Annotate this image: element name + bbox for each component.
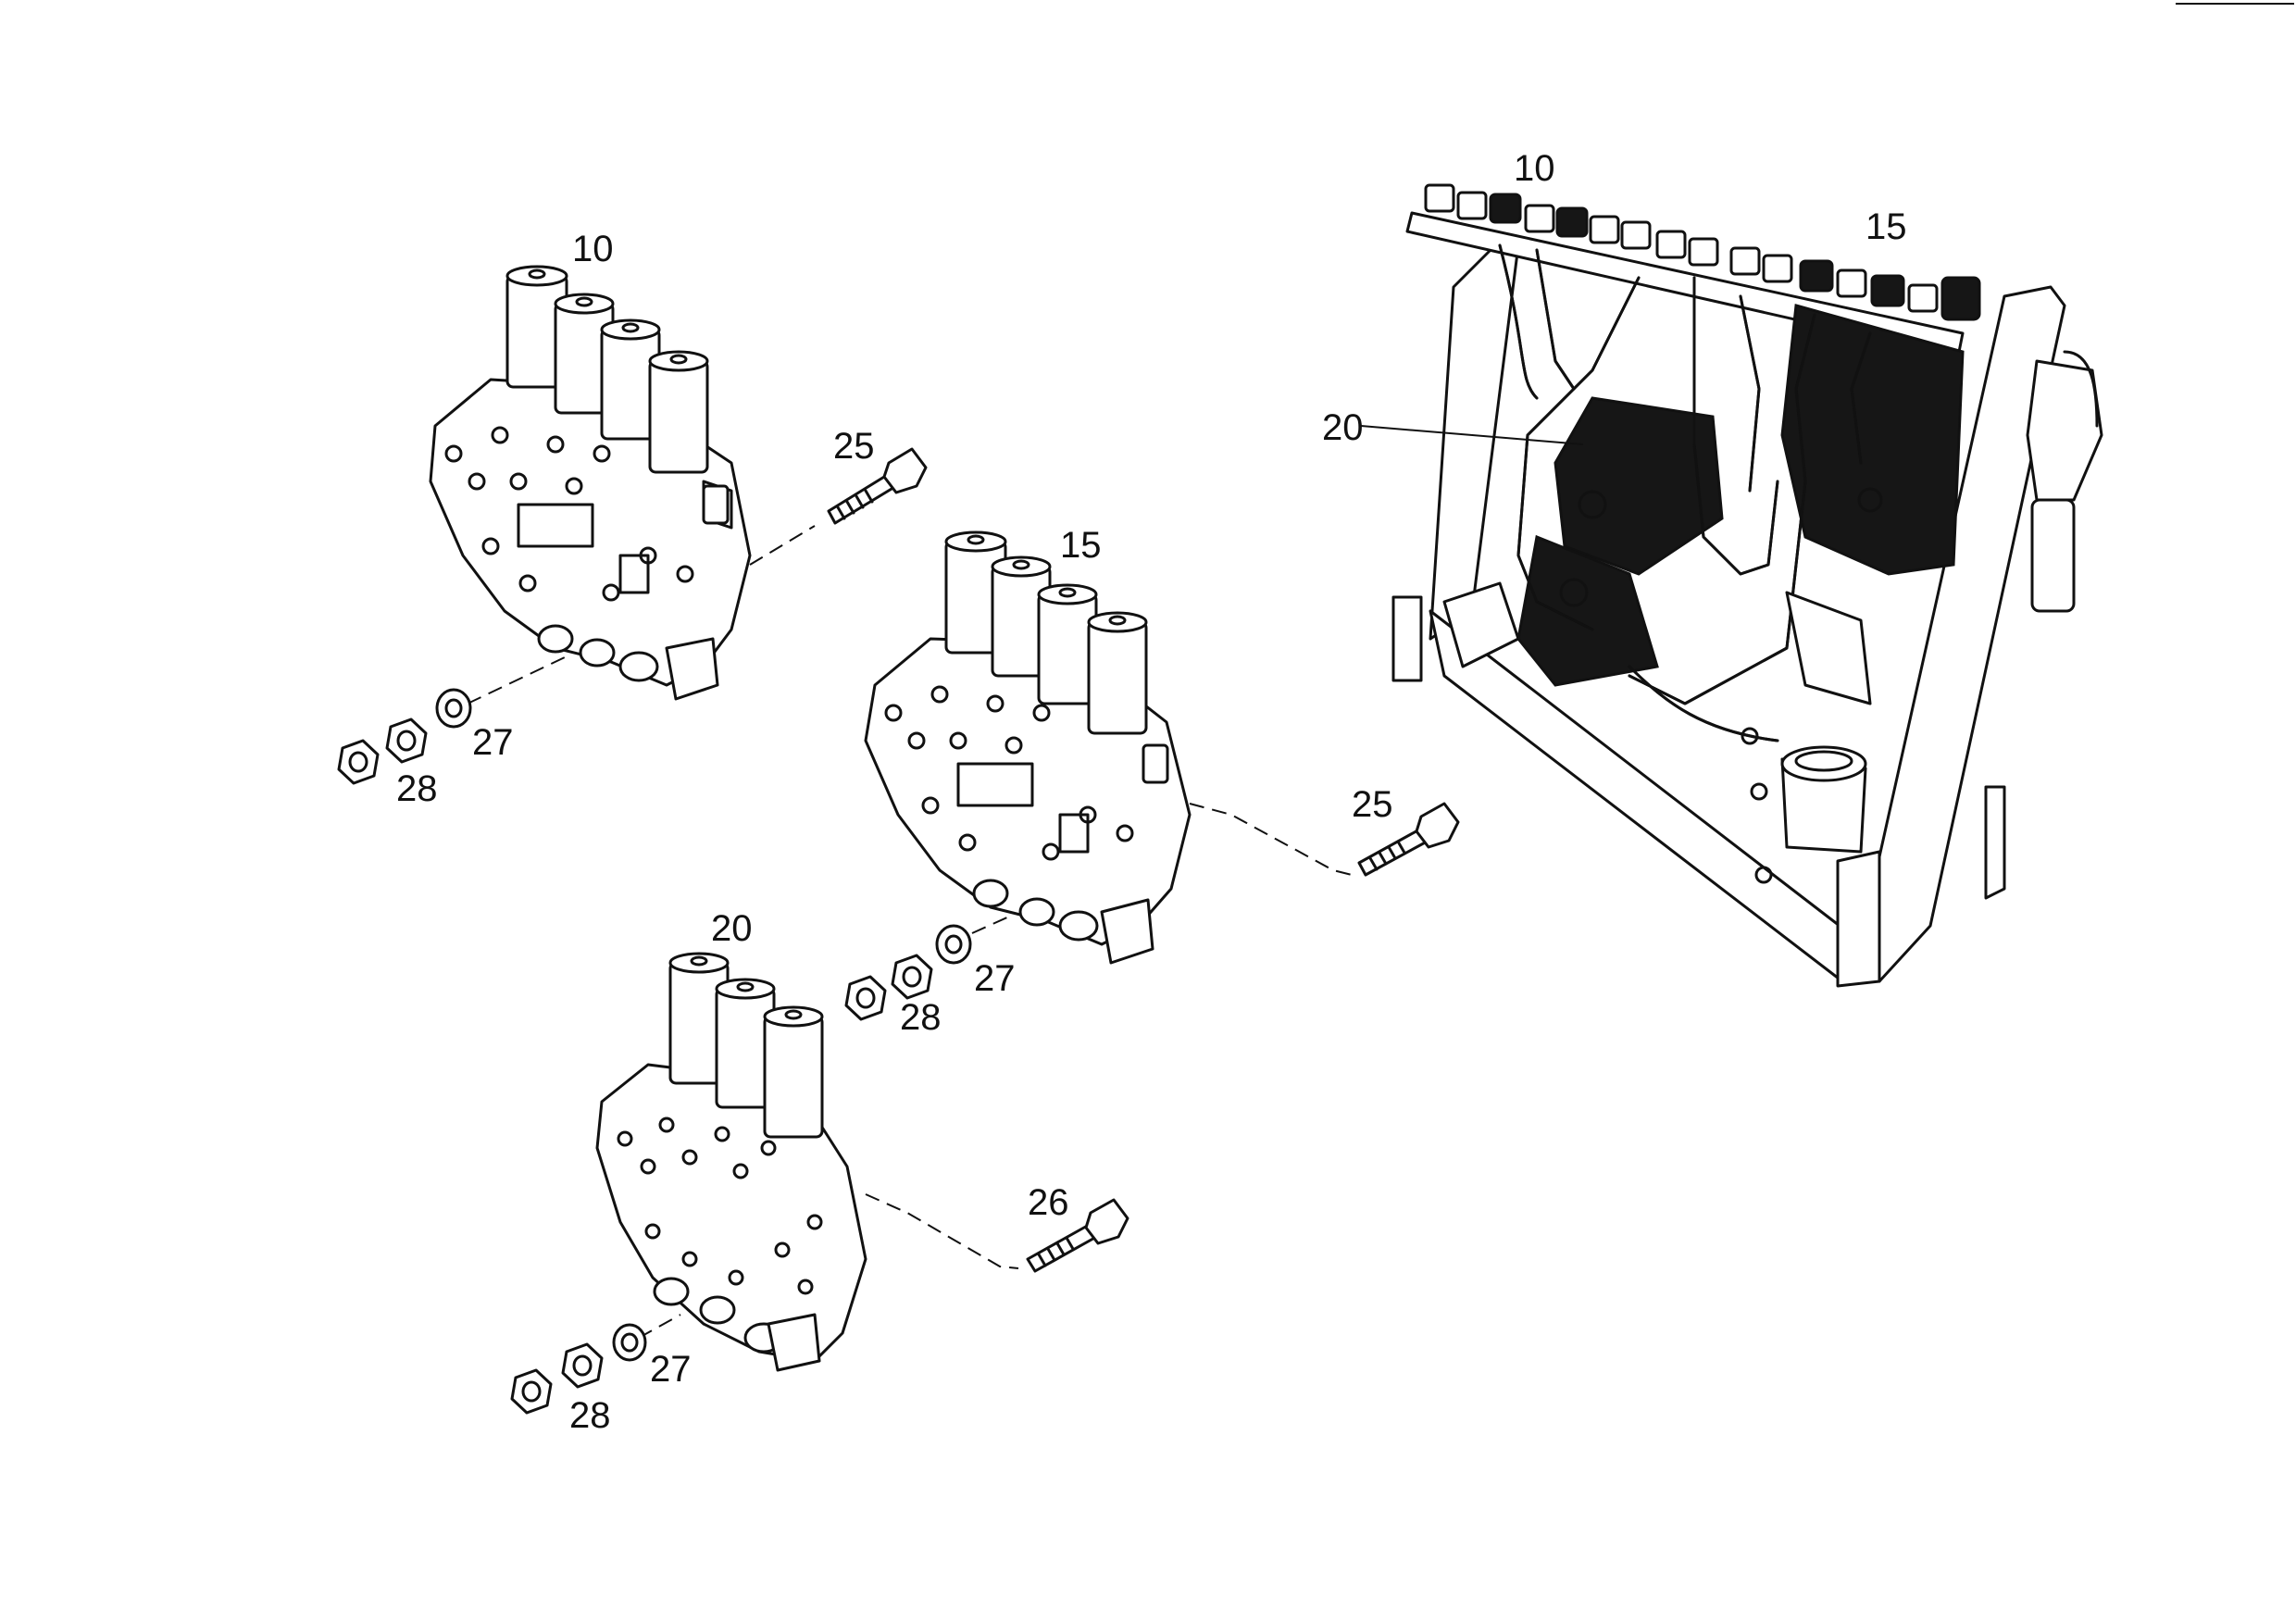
- bolt-25-lower: [1357, 802, 1460, 877]
- label-bolt-25-upper: 25: [833, 426, 875, 467]
- bolt-25-upper: [827, 447, 928, 525]
- bolt-26: [1026, 1198, 1129, 1273]
- centerline-bolt-25-lower: [1189, 803, 1353, 876]
- label-valve-block-10: 10: [572, 229, 614, 269]
- centerline-bolt-26: [865, 1193, 1019, 1269]
- label-valve-block-15: 15: [1060, 525, 1102, 566]
- label-washer-27-a: 27: [472, 722, 514, 763]
- centerline-nuts-block-20: [638, 1314, 681, 1339]
- valve-block-20: [595, 952, 867, 1372]
- nut-28-c: [510, 1368, 553, 1415]
- nut-28-b: [844, 975, 887, 1021]
- label-assembly-15: 15: [1866, 206, 1907, 247]
- assembled-valve-unit: [1391, 183, 2103, 988]
- washer-27-c: [612, 1323, 647, 1362]
- centerline-nuts-block-10: [467, 656, 566, 705]
- nut-28-a: [337, 739, 380, 785]
- label-washer-27-b: 27: [974, 958, 1016, 999]
- label-nut-28-c: 28: [569, 1395, 611, 1436]
- valve-block-10: [429, 265, 752, 701]
- label-assembly-20: 20: [1322, 407, 1364, 448]
- centerline-nuts-block-15: [971, 916, 1010, 934]
- label-nut-28-a: 28: [396, 768, 438, 809]
- nut-28-b-second: [891, 954, 933, 1000]
- centerline-bolt-25-upper: [749, 525, 816, 566]
- label-bolt-25-lower: 25: [1352, 784, 1393, 825]
- label-nut-28-b: 28: [900, 997, 942, 1038]
- nut-28-c-second: [561, 1342, 604, 1389]
- label-washer-27-c: 27: [650, 1349, 692, 1390]
- washer-27-b: [935, 924, 972, 965]
- valve-block-15: [864, 530, 1192, 965]
- label-assembly-10: 10: [1514, 148, 1555, 189]
- nut-28-a-second: [385, 717, 428, 764]
- label-valve-block-20: 20: [711, 908, 753, 949]
- leader-assembly-20: [1360, 425, 1584, 445]
- label-bolt-26: 26: [1028, 1182, 1069, 1223]
- washer-27-a: [435, 688, 472, 729]
